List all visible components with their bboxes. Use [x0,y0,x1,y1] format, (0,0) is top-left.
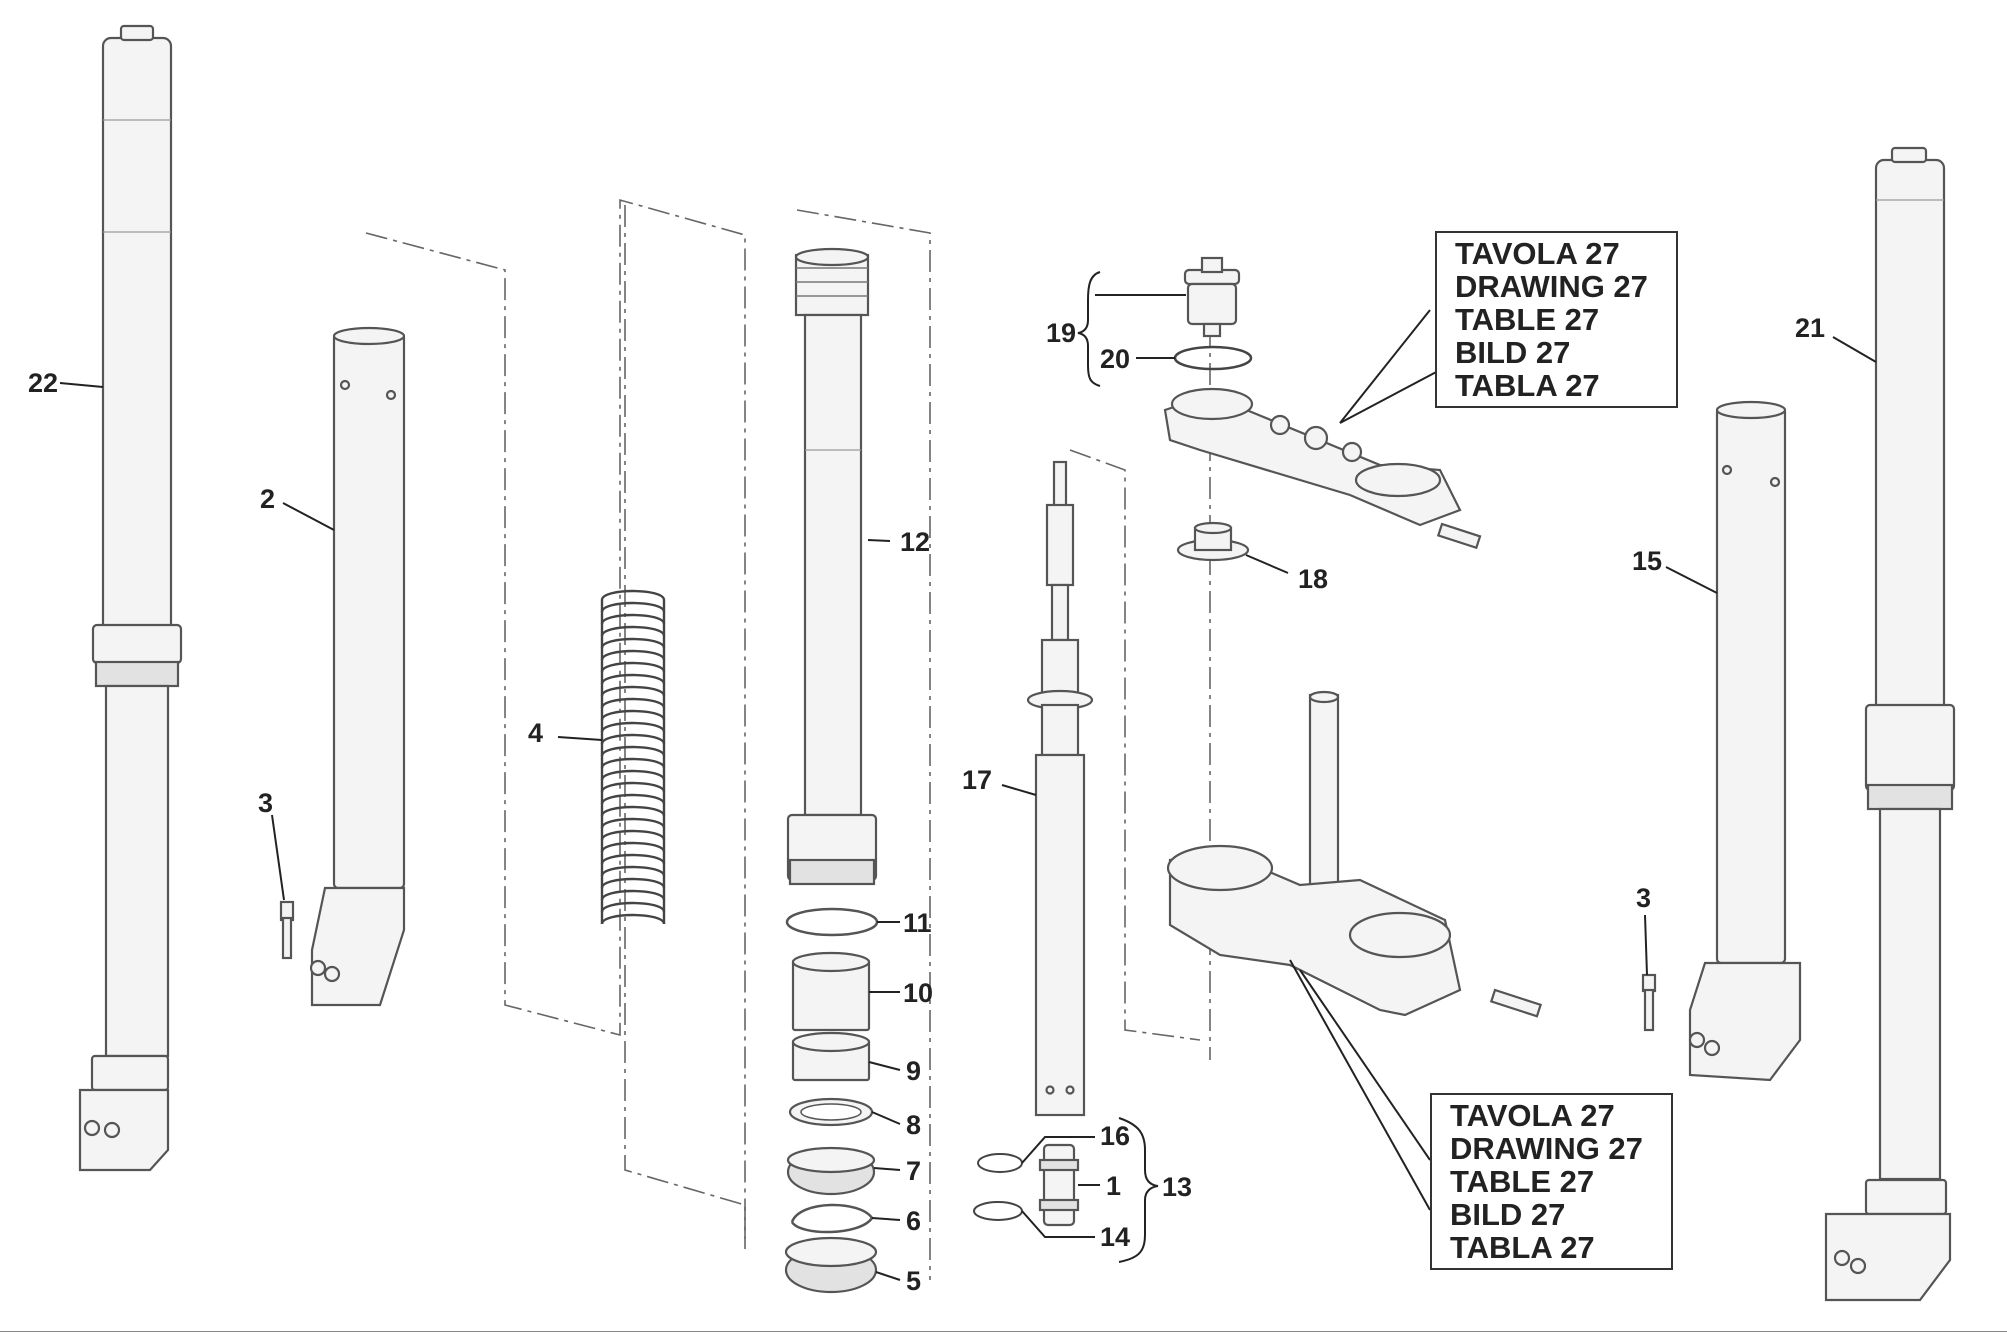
clip-ring-11 [785,907,879,937]
fork-leg-21 [1824,146,1956,1302]
label-3-left: 3 [258,788,273,818]
dust-seal-5 [784,1236,878,1294]
callout-top-line-5: TABLA 27 [1455,368,1600,403]
callout-top-line-1: TAVOLA 27 [1455,236,1620,271]
label-18: 18 [1298,564,1328,594]
label-3-right: 3 [1636,883,1651,913]
spring-4 [600,589,666,925]
label-2: 2 [260,484,275,514]
screw-3-right [1641,973,1657,1032]
assembly-guide-lines [365,198,1211,1280]
top-clamp [1163,387,1482,550]
label-9: 9 [906,1056,921,1086]
bushing-9 [791,1031,871,1082]
bottom-divider [0,1331,2007,1332]
clip-6 [790,1203,874,1234]
label-5: 5 [906,1266,921,1296]
callout-top-line-4: BILD 27 [1455,335,1571,370]
label-13: 13 [1162,1172,1192,1202]
callout-bottom-line-3: TABLE 27 [1450,1164,1595,1199]
cap-19 [1183,256,1241,338]
label-10: 10 [903,978,933,1008]
callout-top-line-2: DRAWING 27 [1455,269,1648,304]
seal-7 [786,1146,876,1196]
valve-1 [973,1143,1080,1227]
label-15: 15 [1632,546,1662,576]
label-4: 4 [528,718,543,748]
label-8: 8 [906,1110,921,1140]
washer-8 [788,1097,874,1127]
label-19: 19 [1046,318,1076,348]
label-7: 7 [906,1156,921,1186]
fork-leg-22 [78,24,183,1172]
bottom-clamp [1166,690,1543,1018]
label-6: 6 [906,1206,921,1236]
leader-lines [59,271,1877,1281]
fork-tube-15 [1688,400,1802,1082]
label-1: 1 [1106,1171,1121,1201]
fork-tube-2 [309,326,406,1007]
callout-bottom-line-2: DRAWING 27 [1450,1131,1643,1166]
washer-18 [1176,521,1250,562]
callout-bottom-line-5: TABLA 27 [1450,1230,1595,1265]
label-22: 22 [28,368,58,398]
part-number-labels: 22 2 3 4 12 11 10 9 8 7 6 5 17 16 1 14 1… [28,313,1825,1296]
drawing-reference-callout-top: TAVOLA 27 DRAWING 27 TABLE 27 BILD 27 TA… [1435,231,1678,408]
bushing-10 [791,951,871,1032]
callout-bottom-line-1: TAVOLA 27 [1450,1098,1615,1133]
label-17: 17 [962,765,992,795]
cartridge-17 [1026,460,1094,1117]
label-11: 11 [903,908,932,938]
label-14: 14 [1100,1222,1130,1252]
o-ring-20 [1173,345,1253,371]
label-20: 20 [1100,344,1130,374]
drawing-reference-callout-bottom: TAVOLA 27 DRAWING 27 TABLE 27 BILD 27 TA… [1430,1093,1673,1270]
callout-top-line-3: TABLE 27 [1455,302,1600,337]
outer-tube-12 [786,247,878,886]
label-21: 21 [1795,313,1825,343]
screw-3-left [279,900,295,960]
label-16: 16 [1100,1121,1130,1151]
callout-bottom-line-4: BILD 27 [1450,1197,1566,1232]
label-12: 12 [900,527,930,557]
